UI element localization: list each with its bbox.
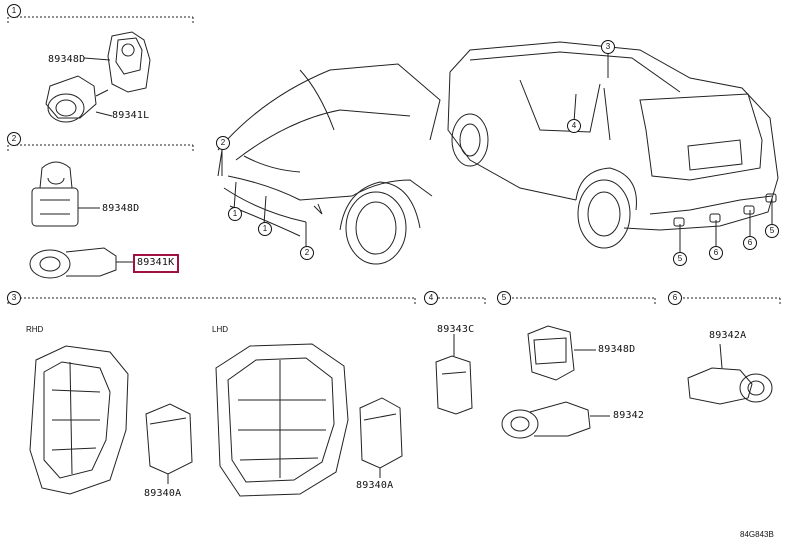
part-label[interactable]: 89342A — [709, 330, 747, 341]
rear-callout: 5 — [765, 224, 779, 238]
section-3-lhd-drawing — [215, 343, 403, 497]
rear-callout: 6 — [743, 236, 757, 250]
front-callout: 2 — [300, 246, 314, 260]
section-dividers — [7, 16, 781, 305]
section-5-drawing — [501, 325, 610, 439]
part-label[interactable]: 89348D — [102, 203, 140, 214]
section-4-drawing — [435, 334, 473, 415]
section-3-number: 3 — [7, 291, 21, 305]
rear-callout: 3 — [601, 40, 615, 54]
front-callout: 2 — [216, 136, 230, 150]
section-4-number: 4 — [424, 291, 438, 305]
front-callout: 1 — [228, 207, 242, 221]
rear-car-drawing — [447, 41, 779, 254]
rear-callout: 6 — [709, 246, 723, 260]
part-label[interactable]: 89342 — [613, 410, 645, 421]
rear-callout: 5 — [673, 252, 687, 266]
rhd-label: RHD — [26, 325, 44, 334]
part-label[interactable]: 89348D — [48, 54, 86, 65]
section-6-number: 6 — [668, 291, 682, 305]
part-label[interactable]: 89348D — [598, 344, 636, 355]
section-1-drawing — [45, 31, 151, 123]
rear-callout: 4 — [567, 119, 581, 133]
front-car-drawing — [217, 63, 441, 265]
section-5-number: 5 — [497, 291, 511, 305]
highlight-box — [133, 254, 179, 273]
part-label[interactable]: 89343C — [437, 324, 475, 335]
part-label[interactable]: 89340A — [144, 488, 182, 499]
front-callout: 1 — [258, 222, 272, 236]
section-2-drawing — [29, 161, 134, 279]
lhd-label: LHD — [212, 325, 229, 334]
section-6-drawing — [687, 343, 773, 405]
section-3-rhd-drawing — [29, 345, 193, 495]
part-label[interactable]: 89340A — [356, 480, 394, 491]
part-label-highlighted[interactable]: 89341K — [137, 257, 175, 268]
section-2-number: 2 — [7, 132, 21, 146]
section-1-number: 1 — [7, 4, 21, 18]
part-label[interactable]: 89341L — [112, 110, 150, 121]
diagram-code: 84G843B — [740, 530, 774, 539]
